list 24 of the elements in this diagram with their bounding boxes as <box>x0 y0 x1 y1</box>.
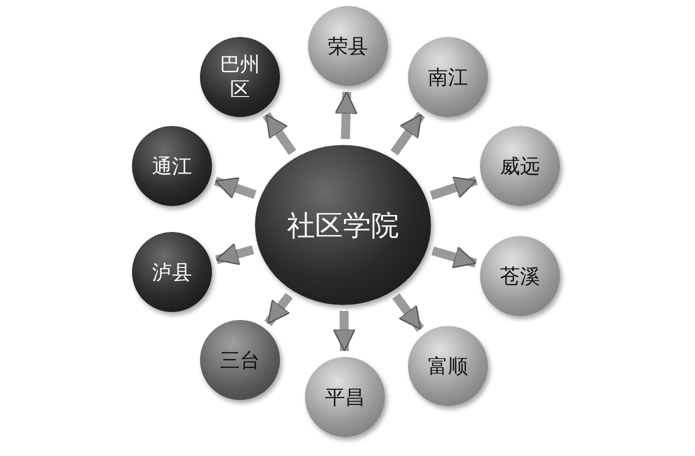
node-label: 巴州区 <box>219 52 261 102</box>
node-label: 威远 <box>500 154 540 178</box>
node-label: 平昌 <box>325 384 365 410</box>
node-label: 南江 <box>428 64 468 90</box>
circle-node <box>200 320 280 400</box>
arrow <box>262 112 296 156</box>
circle-node <box>480 236 560 316</box>
node-label: 富顺 <box>428 354 468 378</box>
arrow <box>334 91 358 140</box>
arrow <box>264 292 293 326</box>
node-label: 三台 <box>220 348 260 372</box>
arrow <box>214 176 257 199</box>
node-label: 通江 <box>152 154 192 178</box>
node-label: 苍溪 <box>500 264 540 288</box>
node-label: 社区学院 <box>287 208 399 242</box>
node-label: 泸县 <box>152 260 192 284</box>
arrow <box>392 293 424 332</box>
arrow <box>332 310 356 352</box>
arrow <box>215 243 254 266</box>
arrow <box>430 176 478 200</box>
node-label: 荣县 <box>328 34 368 58</box>
circle-node <box>408 326 488 406</box>
arrow <box>390 112 426 156</box>
arrow <box>431 246 478 268</box>
